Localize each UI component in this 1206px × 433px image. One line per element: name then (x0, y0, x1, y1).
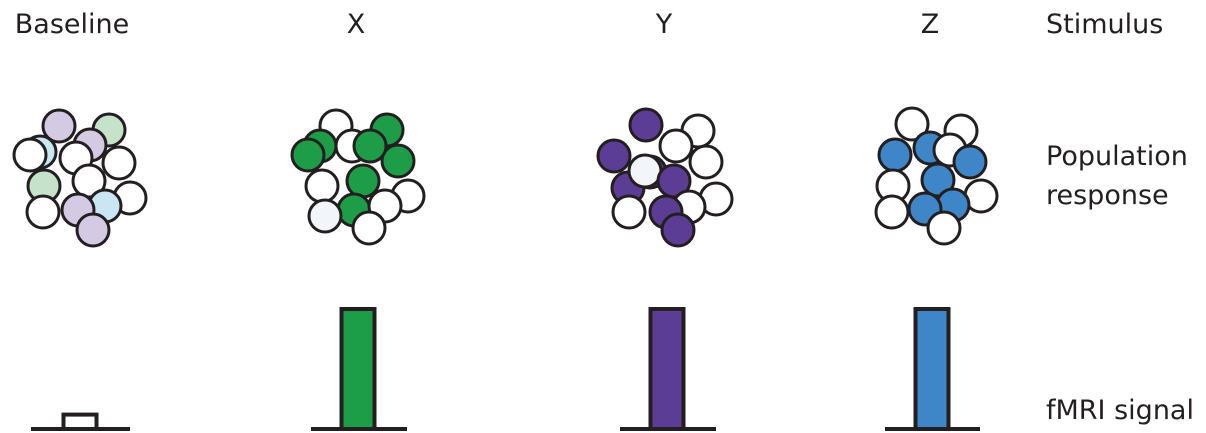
header-baseline: Baseline (15, 9, 129, 40)
fmri-bar (339, 307, 377, 431)
neuron-cell (352, 128, 388, 164)
row-label-population: Population (1046, 141, 1188, 172)
neuron-cell (660, 212, 696, 248)
cluster-x (290, 108, 426, 246)
neuron-cell (345, 163, 381, 199)
neuron-cell (894, 106, 930, 142)
fmri-x (311, 307, 407, 431)
fmri-bar (913, 307, 951, 431)
neuron-cell (658, 128, 694, 164)
header-y: Y (655, 9, 673, 40)
neuron-cell (877, 137, 913, 173)
neuron-cell (628, 107, 664, 143)
fmri-z (885, 307, 980, 431)
neuron-cell (874, 194, 910, 230)
fmri-bar (648, 307, 686, 431)
neuron-cell (290, 137, 326, 173)
neuron-cell (307, 198, 343, 234)
neuron-cell (596, 138, 632, 174)
neuron-cell (75, 212, 111, 248)
header-z: Z (921, 9, 940, 40)
fmri-bar (61, 412, 99, 432)
cluster-z (874, 106, 999, 246)
fmri-baseline (31, 412, 130, 432)
fmri-bars (31, 307, 980, 432)
neuron-cell (101, 145, 137, 181)
neuron-cell (304, 168, 340, 204)
row-label-response: response (1046, 180, 1169, 211)
population-clusters (12, 106, 999, 248)
cluster-y (596, 107, 734, 248)
row-label-fmri-signal: fMRI signal (1046, 395, 1194, 426)
neuron-cell (611, 194, 647, 230)
neuron-cell (380, 143, 416, 179)
fmri-y (620, 307, 716, 431)
cluster-baseline (12, 108, 148, 248)
row-label-stimulus: Stimulus (1046, 9, 1163, 40)
neuron-cell (926, 210, 962, 246)
neuron-cell (12, 137, 48, 173)
neuron-cell (627, 153, 663, 189)
neuron-cell (25, 194, 61, 230)
neuron-cell (952, 144, 988, 180)
header-x: X (347, 9, 366, 40)
neuron-cell (351, 210, 387, 246)
neuron-cell (688, 144, 724, 180)
neuron-cell (41, 108, 77, 144)
